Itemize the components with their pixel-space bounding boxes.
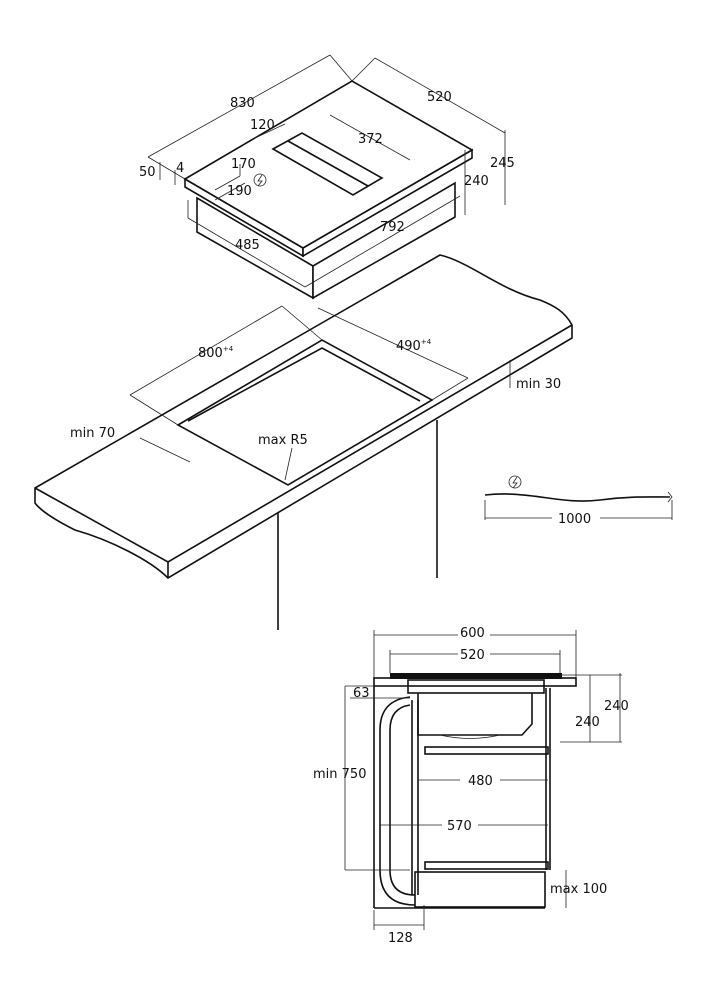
dim-1000: 1000 <box>558 512 591 527</box>
cabinet-section-drawing: 600 520 63 min 750 240 240 480 570 max 1… <box>313 624 629 946</box>
dim-4: 4 <box>176 161 184 176</box>
dim-800: 800+4 <box>198 345 234 361</box>
dim-50: 50 <box>139 165 156 180</box>
dim-170: 170 <box>231 157 256 172</box>
electrical-connection-icon <box>253 173 267 187</box>
dim-792: 792 <box>380 220 405 235</box>
dim-480: 480 <box>468 774 493 789</box>
dim-190: 190 <box>227 184 252 199</box>
dim-485: 485 <box>235 238 260 253</box>
dim-490: 490+4 <box>396 338 432 354</box>
dim-372: 372 <box>358 132 383 147</box>
dim-min-750: min 750 <box>313 767 366 782</box>
dim-120: 120 <box>250 118 275 133</box>
hob-glass-section <box>390 673 562 679</box>
dim-63: 63 <box>353 686 370 701</box>
dim-240-inner: 240 <box>575 715 600 730</box>
dim-max-100: max 100 <box>550 882 607 897</box>
hob-drawing: 830 520 120 372 245 240 170 190 50 4 485… <box>139 54 515 300</box>
dim-600: 600 <box>460 626 485 641</box>
extractor-vent <box>271 132 384 196</box>
cable-drawing: 1000 <box>484 475 673 527</box>
dim-520-cabinet: 520 <box>460 648 485 663</box>
dim-245: 245 <box>490 156 515 171</box>
countertop-drawing: 800+4 490+4 min 30 min 70 max R5 <box>34 254 573 630</box>
dim-570: 570 <box>447 819 472 834</box>
dim-max-r5: max R5 <box>258 433 308 448</box>
dim-240: 240 <box>464 174 489 189</box>
dim-520: 520 <box>427 90 452 105</box>
dim-240-outer: 240 <box>604 699 629 714</box>
dim-830: 830 <box>230 96 255 111</box>
dim-128: 128 <box>388 931 413 946</box>
electrical-connection-icon <box>508 475 522 489</box>
dim-min-70: min 70 <box>70 426 115 441</box>
dim-min-30: min 30 <box>516 377 561 392</box>
